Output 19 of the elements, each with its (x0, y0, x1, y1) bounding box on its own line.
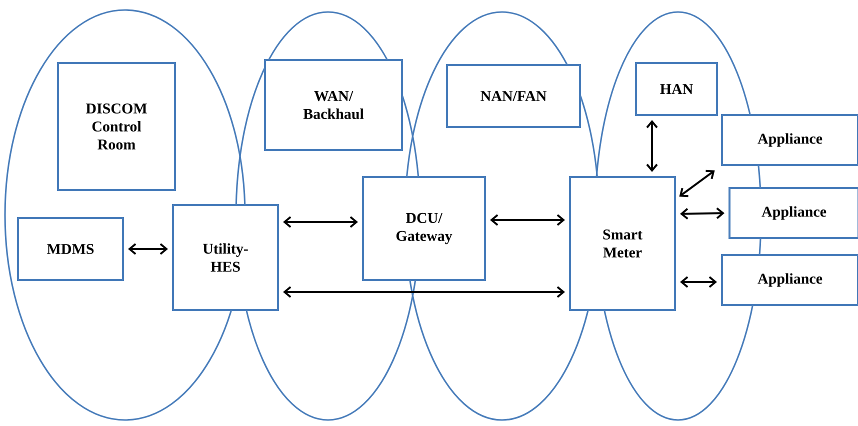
component-box: Appliance (728, 187, 858, 239)
component-box: DCU/ Gateway (362, 176, 486, 281)
double-arrow (680, 207, 725, 220)
component-box: Appliance (721, 114, 858, 166)
component-box: Utility- HES (172, 204, 279, 311)
component-box: DISCOM Control Room (57, 62, 176, 191)
double-arrow (679, 170, 715, 198)
component-box: HAN (635, 62, 718, 116)
double-arrow (680, 276, 718, 288)
component-box: Smart Meter (569, 176, 676, 311)
component-box: Appliance (721, 254, 858, 306)
double-arrow (283, 286, 565, 298)
component-box: WAN/ Backhaul (264, 59, 403, 151)
component-box: NAN/FAN (446, 64, 581, 128)
double-arrow (646, 120, 658, 172)
double-arrow (283, 216, 358, 228)
double-arrow (490, 214, 565, 226)
component-box: MDMS (17, 217, 124, 281)
double-arrow (128, 243, 168, 255)
